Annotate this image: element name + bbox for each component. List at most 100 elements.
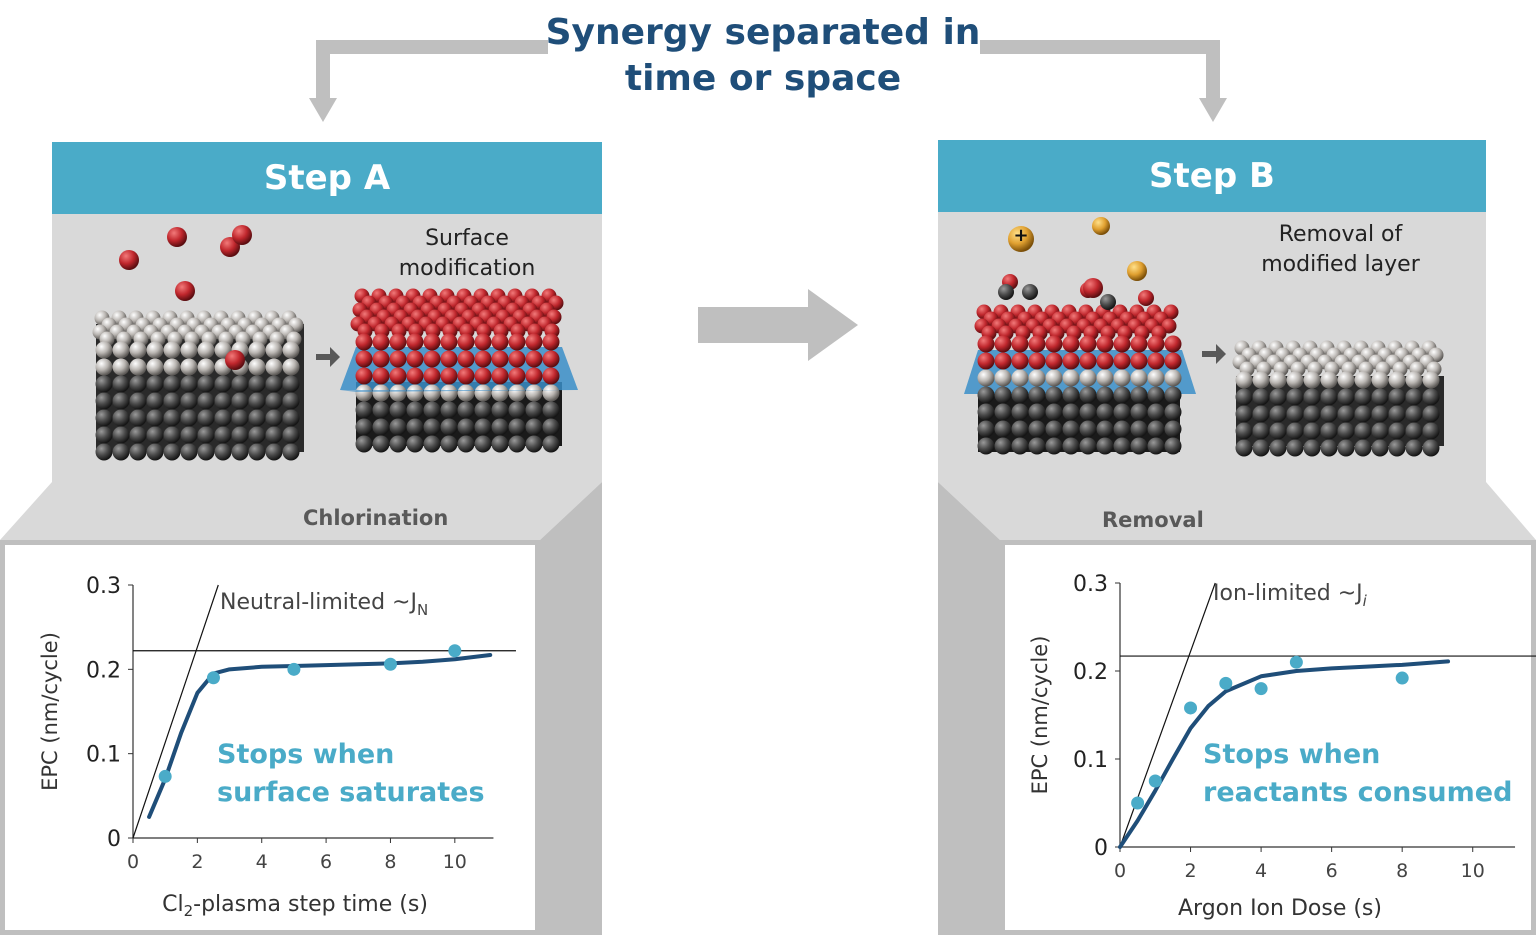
atom <box>1269 439 1287 457</box>
atom <box>146 409 164 427</box>
chart-a-fit-curve <box>147 652 493 819</box>
atom <box>1422 388 1440 406</box>
atom <box>1113 335 1131 353</box>
diagram-title: Synergy separated in time or space <box>536 10 990 102</box>
atom <box>129 392 147 410</box>
atom <box>977 352 995 370</box>
atom <box>1147 420 1165 438</box>
atom <box>1062 420 1080 438</box>
atom <box>1147 369 1165 387</box>
chart-a-x-tick-label: 2 <box>191 851 203 873</box>
atom <box>423 435 441 453</box>
atom <box>265 375 283 393</box>
atom <box>1354 388 1372 406</box>
atom <box>994 420 1012 438</box>
atom <box>265 341 283 359</box>
atom <box>1079 420 1097 438</box>
atom <box>423 401 441 419</box>
atom <box>440 384 458 402</box>
atom <box>474 350 492 368</box>
atom <box>491 384 509 402</box>
atom <box>1286 388 1304 406</box>
atom <box>1147 352 1165 370</box>
step-b-panel: Step B Removal of modified layer + <box>938 140 1486 482</box>
atom <box>406 435 424 453</box>
atom <box>423 350 441 368</box>
atom <box>542 333 560 351</box>
atom <box>1422 439 1440 457</box>
atom <box>1337 388 1355 406</box>
atom <box>994 335 1012 353</box>
atom <box>231 409 249 427</box>
atom <box>1269 371 1287 389</box>
atom <box>282 358 300 376</box>
atom <box>542 384 560 402</box>
zoom-connector-a <box>0 482 602 540</box>
atom <box>1354 422 1372 440</box>
atom <box>1113 369 1131 387</box>
atom <box>355 435 373 453</box>
atom <box>112 358 130 376</box>
atom <box>146 341 164 359</box>
argon-ion <box>1008 226 1034 252</box>
left-bracket-arrow <box>309 40 548 122</box>
atom <box>508 384 526 402</box>
atom <box>112 341 130 359</box>
chart-a-x-tick-label: 0 <box>127 851 139 873</box>
small-arrow-b <box>1202 351 1216 357</box>
etched-block <box>974 304 1182 455</box>
atom <box>474 333 492 351</box>
atom <box>389 384 407 402</box>
atom <box>474 418 492 436</box>
atom <box>1337 422 1355 440</box>
atom <box>508 367 526 385</box>
atom <box>265 426 283 444</box>
atom <box>1371 422 1389 440</box>
atom <box>95 375 113 393</box>
chlorine-atom <box>225 350 245 370</box>
chart-b-fit-curve <box>1118 659 1451 849</box>
atom <box>163 375 181 393</box>
atom <box>1011 437 1029 455</box>
atom <box>1337 405 1355 423</box>
atom <box>474 384 492 402</box>
atom <box>1286 371 1304 389</box>
atom <box>542 435 560 453</box>
ejected-atom <box>1022 284 1038 300</box>
atom <box>231 426 249 444</box>
atom <box>129 358 147 376</box>
atom <box>977 369 995 387</box>
atom <box>491 401 509 419</box>
chart-a-note-line-2: surface saturates <box>217 777 485 808</box>
chart-b-x-tick-label: 0 <box>1114 860 1126 882</box>
atom <box>197 392 215 410</box>
atom <box>977 420 995 438</box>
chart-a-y-axis-label: EPC (nm/cycle) <box>38 632 62 791</box>
chart-b-x-tick-label: 6 <box>1326 860 1338 882</box>
atom <box>525 350 543 368</box>
atom <box>163 392 181 410</box>
step-a-caption-line-2: modification <box>398 256 536 281</box>
atom <box>1028 403 1046 421</box>
atom <box>1096 386 1114 404</box>
atom <box>231 375 249 393</box>
chart-b-data-point <box>1131 796 1145 810</box>
atom <box>1062 352 1080 370</box>
atom <box>1235 422 1253 440</box>
chart-b-data-point <box>1184 701 1198 715</box>
step-b-header: Step B <box>938 140 1486 212</box>
atom <box>1062 437 1080 455</box>
chlorine-atom <box>119 250 139 270</box>
atom <box>95 426 113 444</box>
chart-b-data-point <box>1219 676 1233 690</box>
atom <box>1045 369 1063 387</box>
atom <box>180 426 198 444</box>
atom <box>265 409 283 427</box>
chart-a-x-tick-label: 4 <box>256 851 268 873</box>
atom <box>457 333 475 351</box>
small-arrow-a-head <box>330 347 340 367</box>
chart-a-x-tick-label: 10 <box>443 851 467 873</box>
atom <box>474 435 492 453</box>
atom <box>1286 439 1304 457</box>
atom <box>1388 388 1406 406</box>
